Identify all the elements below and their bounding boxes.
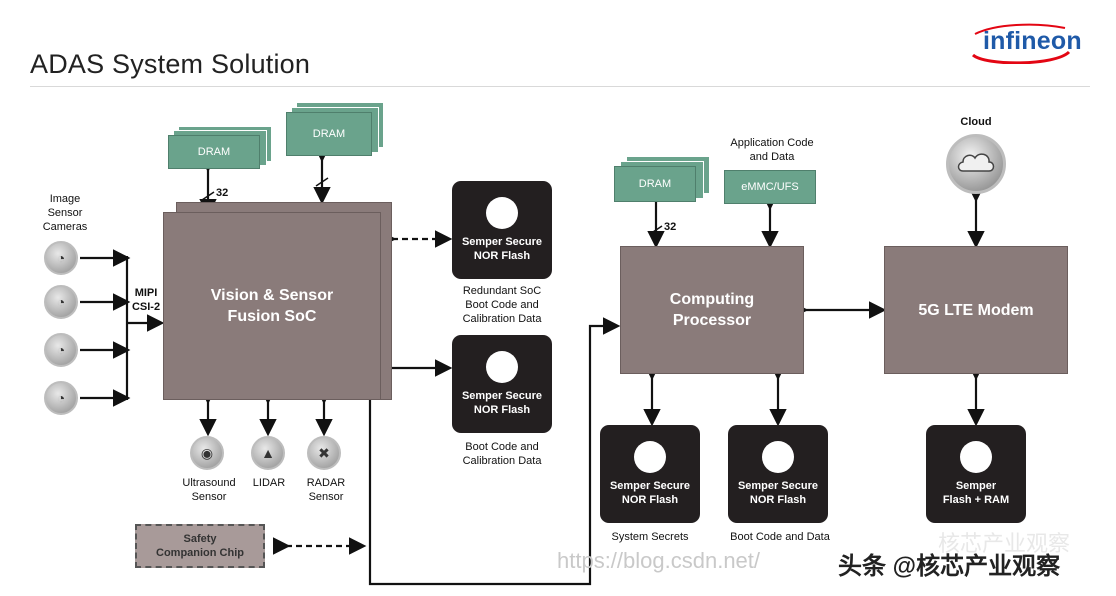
flash-caption: System Secrets: [611, 531, 689, 543]
vision-sensor-fusion-soc: Vision & Sensor Fusion SoC: [163, 212, 381, 400]
flash-label: Semper Secure NOR Flash: [737, 480, 819, 506]
camera-icon: ◔: [44, 241, 78, 275]
tree-icon: [486, 351, 518, 383]
emmc-ufs-chip: eMMC/UFS: [724, 170, 816, 204]
dram-chip: DRAM: [614, 166, 696, 202]
title-divider: [30, 86, 1090, 87]
semper-flash-secrets: Semper Secure NOR Flash: [600, 425, 700, 523]
camera-icon: ◔: [44, 333, 78, 367]
dram-chip: DRAM: [168, 135, 260, 169]
watermark-wechat: 头条 @核芯产业观察: [838, 553, 1061, 580]
ultrasound-label: Ultrasound Sensor: [182, 477, 236, 503]
page-title: ADAS System Solution: [30, 49, 311, 79]
semper-flash-ram: Semper Flash + RAM: [926, 425, 1026, 523]
safety-companion-chip: Safety Companion Chip: [135, 524, 265, 568]
flash-label: Semper Secure NOR Flash: [461, 390, 543, 416]
cameras-label: Image Sensor Cameras: [42, 193, 88, 233]
flash-label: Semper Secure NOR Flash: [461, 236, 543, 262]
logo-text: infineon: [983, 27, 1082, 55]
dram-chip: DRAM: [286, 112, 372, 156]
app-code-caption: Application Code and Data: [730, 137, 814, 163]
flash-caption: Boot Code and Calibration Data: [462, 441, 542, 467]
ultrasound-icon: ◉: [190, 436, 224, 470]
semper-flash-boot-data: Semper Secure NOR Flash: [728, 425, 828, 523]
cloud-icon: [946, 134, 1006, 194]
camera-icon: ◔: [44, 285, 78, 319]
semper-flash-redundant: Semper Secure NOR Flash: [452, 181, 552, 279]
bus-width-label: 32: [664, 221, 677, 233]
mipi-label: MIPI CSI-2: [131, 287, 161, 313]
tree-icon: [960, 441, 992, 473]
cloud-shape: [957, 153, 995, 172]
bus-width-label: 32: [216, 187, 229, 199]
camera-icon: ◔: [44, 381, 78, 415]
tree-icon: [486, 197, 518, 229]
flash-caption: Boot Code and Data: [730, 531, 830, 543]
5g-lte-modem: 5G LTE Modem: [884, 246, 1068, 374]
flash-caption: Redundant SoC Boot Code and Calibration …: [462, 285, 542, 325]
flash-label: Semper Secure NOR Flash: [609, 480, 691, 506]
radar-label: RADAR Sensor: [306, 477, 346, 503]
lidar-label: LIDAR: [252, 477, 286, 489]
infineon-logo: [971, 23, 1071, 64]
cloud-label: Cloud: [960, 116, 992, 128]
watermark-url: https://blog.csdn.net/: [557, 548, 761, 573]
tree-icon: [762, 441, 794, 473]
radar-icon: ✖: [307, 436, 341, 470]
lidar-icon: ▲: [251, 436, 285, 470]
tree-icon: [634, 441, 666, 473]
flash-label: Semper Flash + RAM: [942, 480, 1010, 506]
watermark-faint: 核芯产业观察: [938, 531, 1071, 556]
computing-processor: Computing Processor: [620, 246, 804, 374]
semper-flash-boot: Semper Secure NOR Flash: [452, 335, 552, 433]
